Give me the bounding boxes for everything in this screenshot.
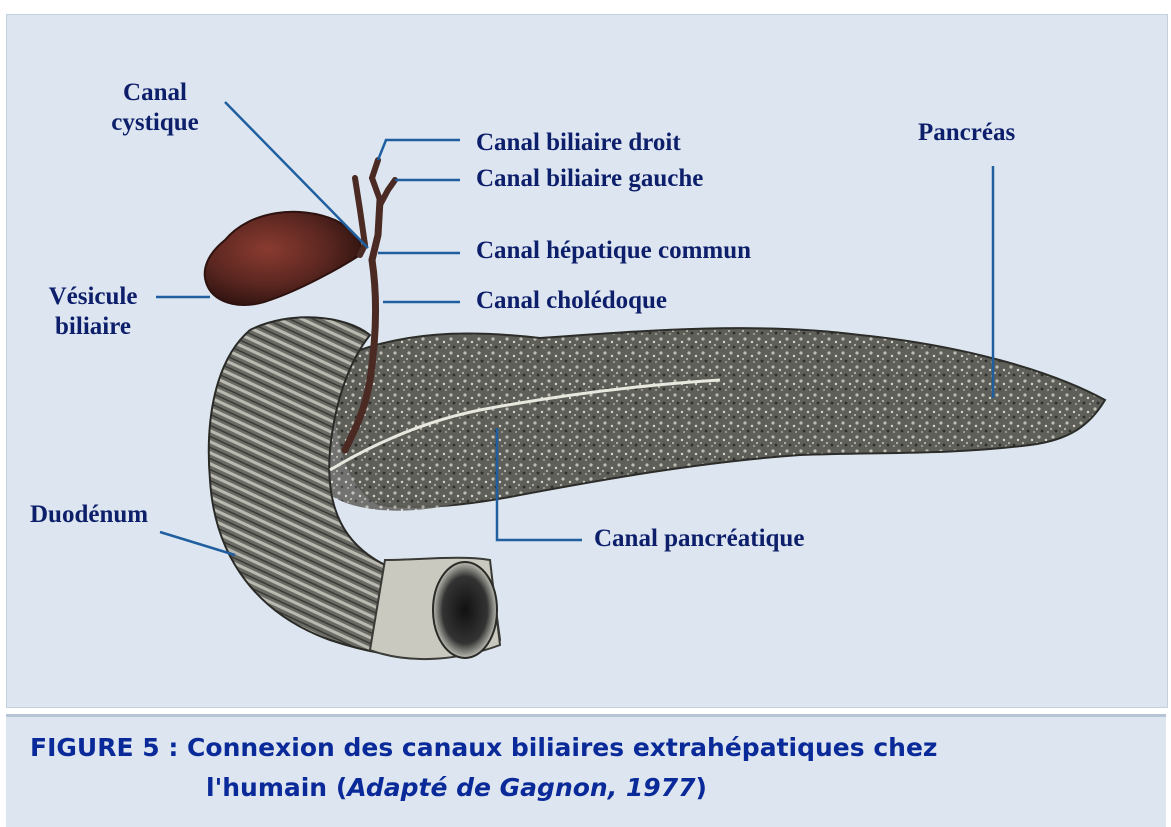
label-canal-choledoque: Canal cholédoque — [476, 286, 667, 316]
label-canal-pancreatique: Canal pancréatique — [594, 524, 804, 554]
caption-title-line2: l'humain — [206, 773, 327, 802]
label-canal-cystique-line1: Canal — [90, 78, 220, 108]
label-duodenum: Duodénum — [30, 500, 148, 530]
label-vesicule-line2: biliaire — [28, 312, 158, 342]
caption-citation: Adapté de Gagnon, 1977 — [347, 773, 695, 802]
label-pancreas: Pancréas — [918, 118, 1015, 148]
caption-citation-open: ( — [327, 773, 347, 802]
figure-number: FIGURE 5 — [30, 733, 160, 762]
duodenum-lumen — [433, 562, 497, 658]
label-canal-biliaire-gauche: Canal biliaire gauche — [476, 164, 703, 194]
caption-citation-close: ) — [696, 773, 707, 802]
caption-separator: : — [160, 733, 187, 762]
label-canal-hepatique-commun: Canal hépatique commun — [476, 236, 751, 266]
label-canal-cystique: Canal cystique — [90, 78, 220, 138]
gallbladder-shape — [205, 212, 362, 305]
label-canal-biliaire-droit: Canal biliaire droit — [476, 128, 681, 158]
caption-title-line1: Connexion des canaux biliaires extrahépa… — [187, 733, 937, 762]
figure-caption-line2: l'humain (Adapté de Gagnon, 1977) — [206, 772, 707, 804]
label-vesicule-biliaire: Vésicule biliaire — [28, 282, 158, 342]
figure-caption-line1: FIGURE 5 : Connexion des canaux biliaire… — [30, 732, 937, 764]
label-vesicule-line1: Vésicule — [28, 282, 158, 312]
label-canal-cystique-line2: cystique — [90, 108, 220, 138]
